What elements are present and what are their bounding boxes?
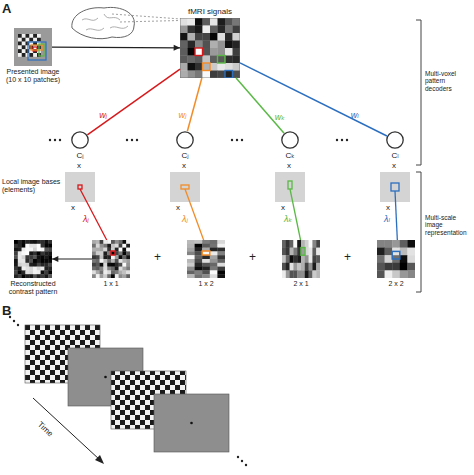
node-label: Reconstructed contrast pattern (2, 280, 64, 296)
decoder-label: Cᵢ (68, 151, 92, 160)
multiply-sign: x (287, 161, 291, 170)
image-basis (65, 172, 410, 202)
panel-letter: B (2, 304, 11, 319)
node-label: 2 x 2 (376, 280, 416, 288)
decoder-label: Cⱼ (173, 151, 197, 160)
decoder-node: Cᵢ (71, 131, 89, 149)
scale-image: 2 x 1 (282, 240, 320, 278)
node-shape (14, 240, 52, 278)
weight-label: wⱼ (178, 110, 186, 120)
stimulus-image: Presented image (10 x 10 patches) (14, 28, 52, 66)
ellipsis-dots (9, 316, 247, 466)
node-shape (71, 131, 89, 149)
scale-image: 1 x 1 (92, 240, 130, 278)
node-shape (282, 240, 320, 278)
weight-line (80, 189, 398, 254)
connector (236, 78, 284, 133)
multiply-sign: x (176, 203, 180, 212)
connector (87, 69, 180, 135)
multiply-sign: x (182, 161, 186, 170)
node-label: 1 x 1 (91, 280, 131, 288)
node-label: 2 x 1 (281, 280, 321, 288)
node-label: fMRI signals (170, 7, 250, 16)
fmri-grid: fMRI signals (180, 18, 240, 78)
node-shape (377, 240, 415, 278)
projection-line (112, 14, 181, 19)
section-label: Local image bases (elements) (2, 178, 62, 194)
scale-image: 2 x 2 (377, 240, 415, 278)
node-shape (180, 18, 240, 78)
connector (52, 45, 180, 51)
node-shape (187, 240, 225, 278)
decoder-label: Cₖ (278, 151, 302, 160)
decoder-node: Cₖ (281, 131, 299, 149)
weight-symbol: λᵢ (83, 214, 89, 224)
bracket (416, 20, 421, 165)
plus-sign: + (344, 251, 351, 265)
multiply-sign: x (281, 203, 285, 212)
node-label: Presented image (10 x 10 patches) (2, 68, 64, 84)
reconstruction-image: Reconstructed contrast pattern (14, 240, 52, 278)
multiply-sign: x (392, 161, 396, 170)
arrow-head (52, 256, 58, 262)
node-shape (92, 240, 130, 278)
node-shape (386, 131, 404, 149)
panel-letter: A (2, 2, 11, 17)
weight-label: wᵢ (99, 110, 107, 120)
weight-symbol: λₗ (384, 214, 390, 224)
weight-label: wₗ (351, 110, 359, 120)
connector (52, 256, 92, 262)
section-label: Multi-scale image representation (425, 214, 472, 236)
node-shape (281, 131, 299, 149)
node-shape (14, 28, 52, 66)
stimulus-frame (25, 325, 229, 452)
section-label: Multi-voxel pattern decoders (425, 70, 472, 92)
weight-symbol: λₖ (284, 214, 292, 224)
time-arrow (33, 398, 104, 464)
ellipsis-dots (49, 139, 348, 141)
scale-image: 1 x 2 (187, 240, 225, 278)
multiply-sign: x (71, 203, 75, 212)
node-shape (176, 131, 194, 149)
axis-label: Time (36, 420, 55, 439)
arrow-head (174, 45, 180, 51)
decoder-node: Cⱼ (176, 131, 194, 149)
brain-outline (72, 7, 135, 38)
multiply-sign: x (77, 161, 81, 170)
connector (187, 78, 201, 131)
plus-sign: + (249, 251, 256, 265)
bracket (416, 172, 421, 292)
multiply-sign: x (386, 203, 390, 212)
node-label: 1 x 2 (186, 280, 226, 288)
connector (240, 63, 387, 136)
decoder-node: Cₗ (386, 131, 404, 149)
weight-label: wₖ (275, 112, 285, 122)
plus-sign: + (154, 251, 161, 265)
weight-symbol: λⱼ (182, 214, 188, 224)
decoder-label: Cₗ (383, 151, 407, 160)
